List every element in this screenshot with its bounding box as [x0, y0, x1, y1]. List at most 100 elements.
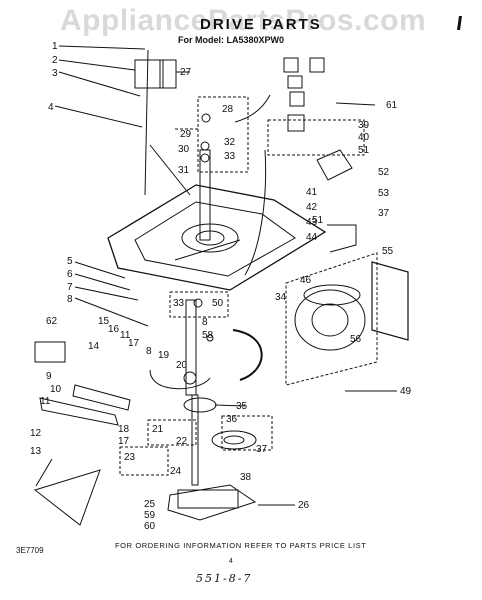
callout-55: 55	[382, 246, 394, 257]
callout-50: 50	[212, 298, 224, 309]
bracket-2	[134, 59, 164, 89]
callout-41: 41	[306, 187, 318, 198]
pulley-38	[211, 430, 257, 450]
base-plate-inner	[134, 201, 296, 277]
callout-37: 37	[256, 444, 268, 455]
base-plate	[107, 184, 327, 291]
callout-24: 24	[170, 466, 182, 477]
callout-8: 8	[146, 346, 152, 357]
callout-4: 4	[48, 102, 54, 113]
part-dot-33b	[193, 298, 203, 308]
model-subtitle: For Model: LA5380XPW0	[178, 35, 285, 45]
callout-11: 11	[40, 396, 51, 407]
callout-39: 39	[358, 120, 370, 131]
arm-29	[149, 144, 191, 196]
callout-17: 17	[128, 338, 140, 349]
callout-8: 8	[67, 294, 73, 305]
callout-10: 10	[50, 384, 62, 395]
agitator-shaft	[199, 149, 211, 241]
ordering-note: FOR ORDERING INFORMATION REFER TO PARTS …	[115, 541, 367, 550]
callout-3: 3	[52, 68, 58, 79]
callout-60: 60	[144, 521, 156, 532]
callout-16: 16	[108, 324, 120, 335]
gearbox-plate	[177, 489, 239, 509]
drive-shaft	[191, 394, 199, 486]
part-61b	[309, 57, 325, 73]
callout-44: 44	[306, 232, 318, 243]
group-box-37	[221, 415, 273, 451]
callout-33: 33	[224, 151, 236, 162]
brake-bracket	[316, 149, 353, 181]
callout-46: 46	[300, 275, 312, 286]
callout-2: 2	[52, 55, 58, 66]
link-11	[39, 397, 119, 426]
callout-42: 42	[306, 202, 318, 213]
belt-13	[33, 469, 101, 526]
callout-31: 31	[178, 165, 190, 176]
callout-13: 13	[30, 446, 42, 457]
part-61c	[287, 75, 303, 89]
callout-28: 28	[222, 104, 234, 115]
callout-23: 23	[124, 452, 136, 463]
callout-15: 15	[98, 316, 110, 327]
bracket-27	[159, 59, 177, 89]
group-box-28-33	[197, 96, 249, 173]
callout-9: 9	[46, 371, 52, 382]
group-box-33-50	[169, 291, 229, 318]
callout-36: 36	[226, 414, 238, 425]
callout-58: 58	[202, 330, 214, 341]
motor-cover	[371, 261, 409, 341]
callout-61: 61	[386, 100, 398, 111]
callout-43: 43	[306, 217, 318, 228]
callout-14: 14	[88, 341, 100, 352]
callout-62: 62	[46, 316, 58, 327]
callout-17: 17	[118, 436, 130, 447]
part-dot-32	[200, 141, 210, 151]
diagram-title: DRIVE PARTS	[200, 16, 322, 33]
motor-end	[311, 303, 349, 337]
part-61d	[289, 91, 305, 107]
part-61a	[283, 57, 299, 73]
callout-20: 20	[176, 360, 188, 371]
callout-labels: 1234272829303132336139405141425152534337…	[30, 41, 412, 532]
callout-29: 29	[180, 129, 192, 140]
callout-22: 22	[176, 436, 188, 447]
group-box-motor	[267, 119, 365, 156]
pulley-38-inner	[223, 435, 245, 445]
drain-hose	[232, 329, 263, 381]
callout-12: 12	[30, 428, 42, 439]
page-number: 4	[229, 558, 233, 565]
clutch-36	[183, 397, 217, 413]
callout-21: 21	[152, 424, 164, 435]
callout-25: 25	[144, 499, 156, 510]
callout-7: 7	[67, 282, 73, 293]
callout-59: 59	[144, 510, 156, 521]
part-dot-28	[201, 113, 211, 123]
link-16	[72, 384, 131, 411]
callout-32: 32	[224, 137, 236, 148]
callout-27: 27	[180, 67, 192, 78]
part-dot-33	[200, 153, 210, 163]
group-box-21-22	[147, 419, 197, 446]
callout-49: 49	[400, 386, 412, 397]
callout-19: 19	[158, 350, 170, 361]
callout-18: 18	[118, 424, 130, 435]
part-dot-58	[206, 334, 214, 342]
callout-11: 11	[120, 330, 131, 341]
brake-arm	[327, 224, 357, 253]
callout-33: 33	[173, 298, 185, 309]
pivot-rod	[144, 49, 149, 196]
watermark: AppliancePartsPros.com	[60, 4, 427, 37]
callout-51: 51	[312, 215, 324, 226]
group-box-23-24	[119, 446, 169, 476]
callout-53: 53	[378, 188, 390, 199]
main-shaft	[185, 299, 197, 396]
callout-38: 38	[240, 472, 252, 483]
callout-56: 56	[350, 334, 362, 345]
motor-top	[303, 284, 361, 306]
base-plate-line	[174, 239, 241, 261]
callout-37: 37	[378, 208, 390, 219]
callout-5: 5	[67, 256, 73, 267]
